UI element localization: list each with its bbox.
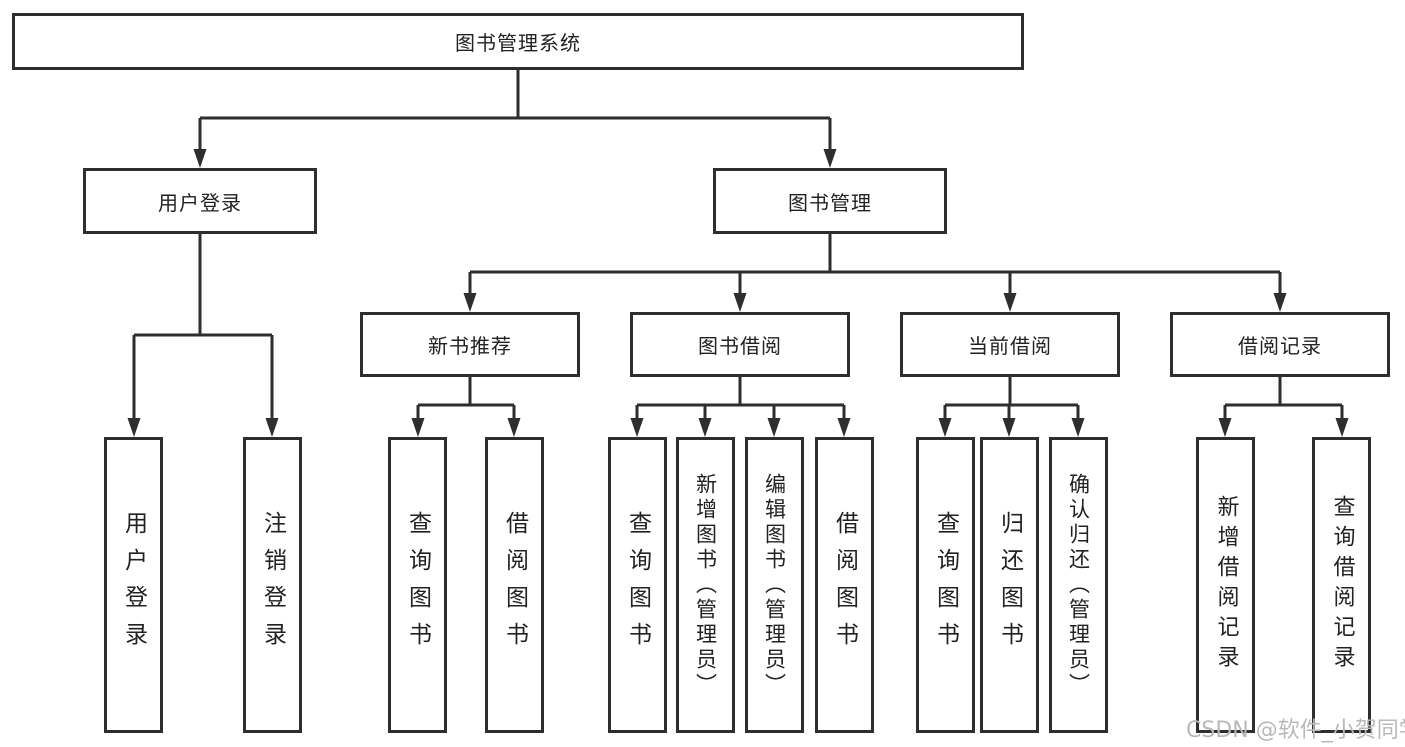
leaf-confirm-return-admin: 确认归还（管理员）: [1049, 437, 1108, 733]
arrowhead-icon: [630, 418, 644, 437]
arrowhead-icon: [1273, 293, 1287, 312]
arrowhead-icon: [733, 293, 747, 312]
node-label: 图书管理系统: [455, 31, 581, 55]
arrowhead-icon: [411, 418, 425, 437]
node-label: 图书借阅: [698, 334, 782, 358]
leaf-query-books-1: 查询图书: [388, 437, 447, 733]
arrowhead-icon: [938, 418, 952, 437]
node-label: 新增借阅记录: [1213, 495, 1239, 675]
node-new-book-recommend: 新书推荐: [360, 312, 580, 377]
leaf-borrow-books-1: 借阅图书: [485, 437, 544, 733]
node-label: 用户登录: [158, 190, 242, 215]
arrowhead-icon: [193, 149, 207, 168]
leaf-query-books-3: 查询图书: [916, 437, 975, 733]
leaf-add-books-admin: 新增图书（管理员）: [676, 437, 735, 733]
node-book-borrow: 图书借阅: [630, 312, 850, 377]
arrowhead-icon: [823, 149, 837, 168]
connector-records-to-leaves: [1218, 377, 1349, 437]
node-label: 查询图书: [404, 511, 431, 659]
node-label: 编辑图书（管理员）: [762, 472, 787, 698]
node-user-login: 用户登录: [83, 168, 317, 234]
arrowhead-icon: [767, 418, 781, 437]
node-label: 新书推荐: [428, 334, 512, 358]
node-library-management-system: 图书管理系统: [12, 13, 1024, 70]
node-label: 查询图书: [624, 511, 651, 659]
leaf-query-borrow-record: 查询借阅记录: [1312, 437, 1371, 733]
node-label: 确认归还（管理员）: [1066, 472, 1091, 698]
leaf-return-books: 归还图书: [980, 437, 1039, 733]
leaf-borrow-books-2: 借阅图书: [815, 437, 874, 733]
node-label: 借阅记录: [1238, 334, 1322, 358]
node-label: 借阅图书: [831, 511, 858, 659]
arrowhead-icon: [265, 418, 279, 437]
connector-root-to-level2: [193, 70, 837, 168]
node-borrow-records: 借阅记录: [1170, 312, 1390, 377]
connector-bookmgmt-to-level3: [463, 234, 1287, 312]
arrowhead-icon: [1071, 418, 1085, 437]
arrowhead-icon: [1335, 418, 1349, 437]
arrowhead-icon: [698, 418, 712, 437]
connector-current-to-leaves: [938, 377, 1085, 437]
node-label: 当前借阅: [968, 334, 1052, 358]
arrowhead-icon: [127, 418, 141, 437]
node-label: 图书管理: [788, 190, 872, 215]
arrowhead-icon: [1218, 418, 1232, 437]
arrowhead-icon: [1003, 293, 1017, 312]
connector-newbook-to-leaves: [411, 377, 521, 437]
node-label: 查询图书: [932, 511, 959, 659]
leaf-edit-books-admin: 编辑图书（管理员）: [745, 437, 804, 733]
arrowhead-icon: [1002, 418, 1016, 437]
connector-borrow-to-leaves: [630, 377, 851, 437]
arrowhead-icon: [507, 418, 521, 437]
node-label: 归还图书: [996, 511, 1023, 659]
node-label: 用户登录: [120, 511, 147, 659]
connector-userlogin-to-leaves: [127, 234, 279, 437]
node-label: 查询借阅记录: [1329, 495, 1355, 675]
node-current-borrow: 当前借阅: [900, 312, 1120, 377]
leaf-add-borrow-record: 新增借阅记录: [1196, 437, 1255, 733]
node-label: 借阅图书: [501, 511, 528, 659]
arrowhead-icon: [837, 418, 851, 437]
leaf-query-books-2: 查询图书: [608, 437, 667, 733]
node-label: 新增图书（管理员）: [693, 472, 718, 698]
leaf-logout: 注销登录: [243, 437, 302, 733]
leaf-user-login: 用户登录: [104, 437, 163, 733]
node-label: 注销登录: [259, 511, 286, 659]
node-book-management: 图书管理: [713, 168, 947, 234]
arrowhead-icon: [463, 293, 477, 312]
